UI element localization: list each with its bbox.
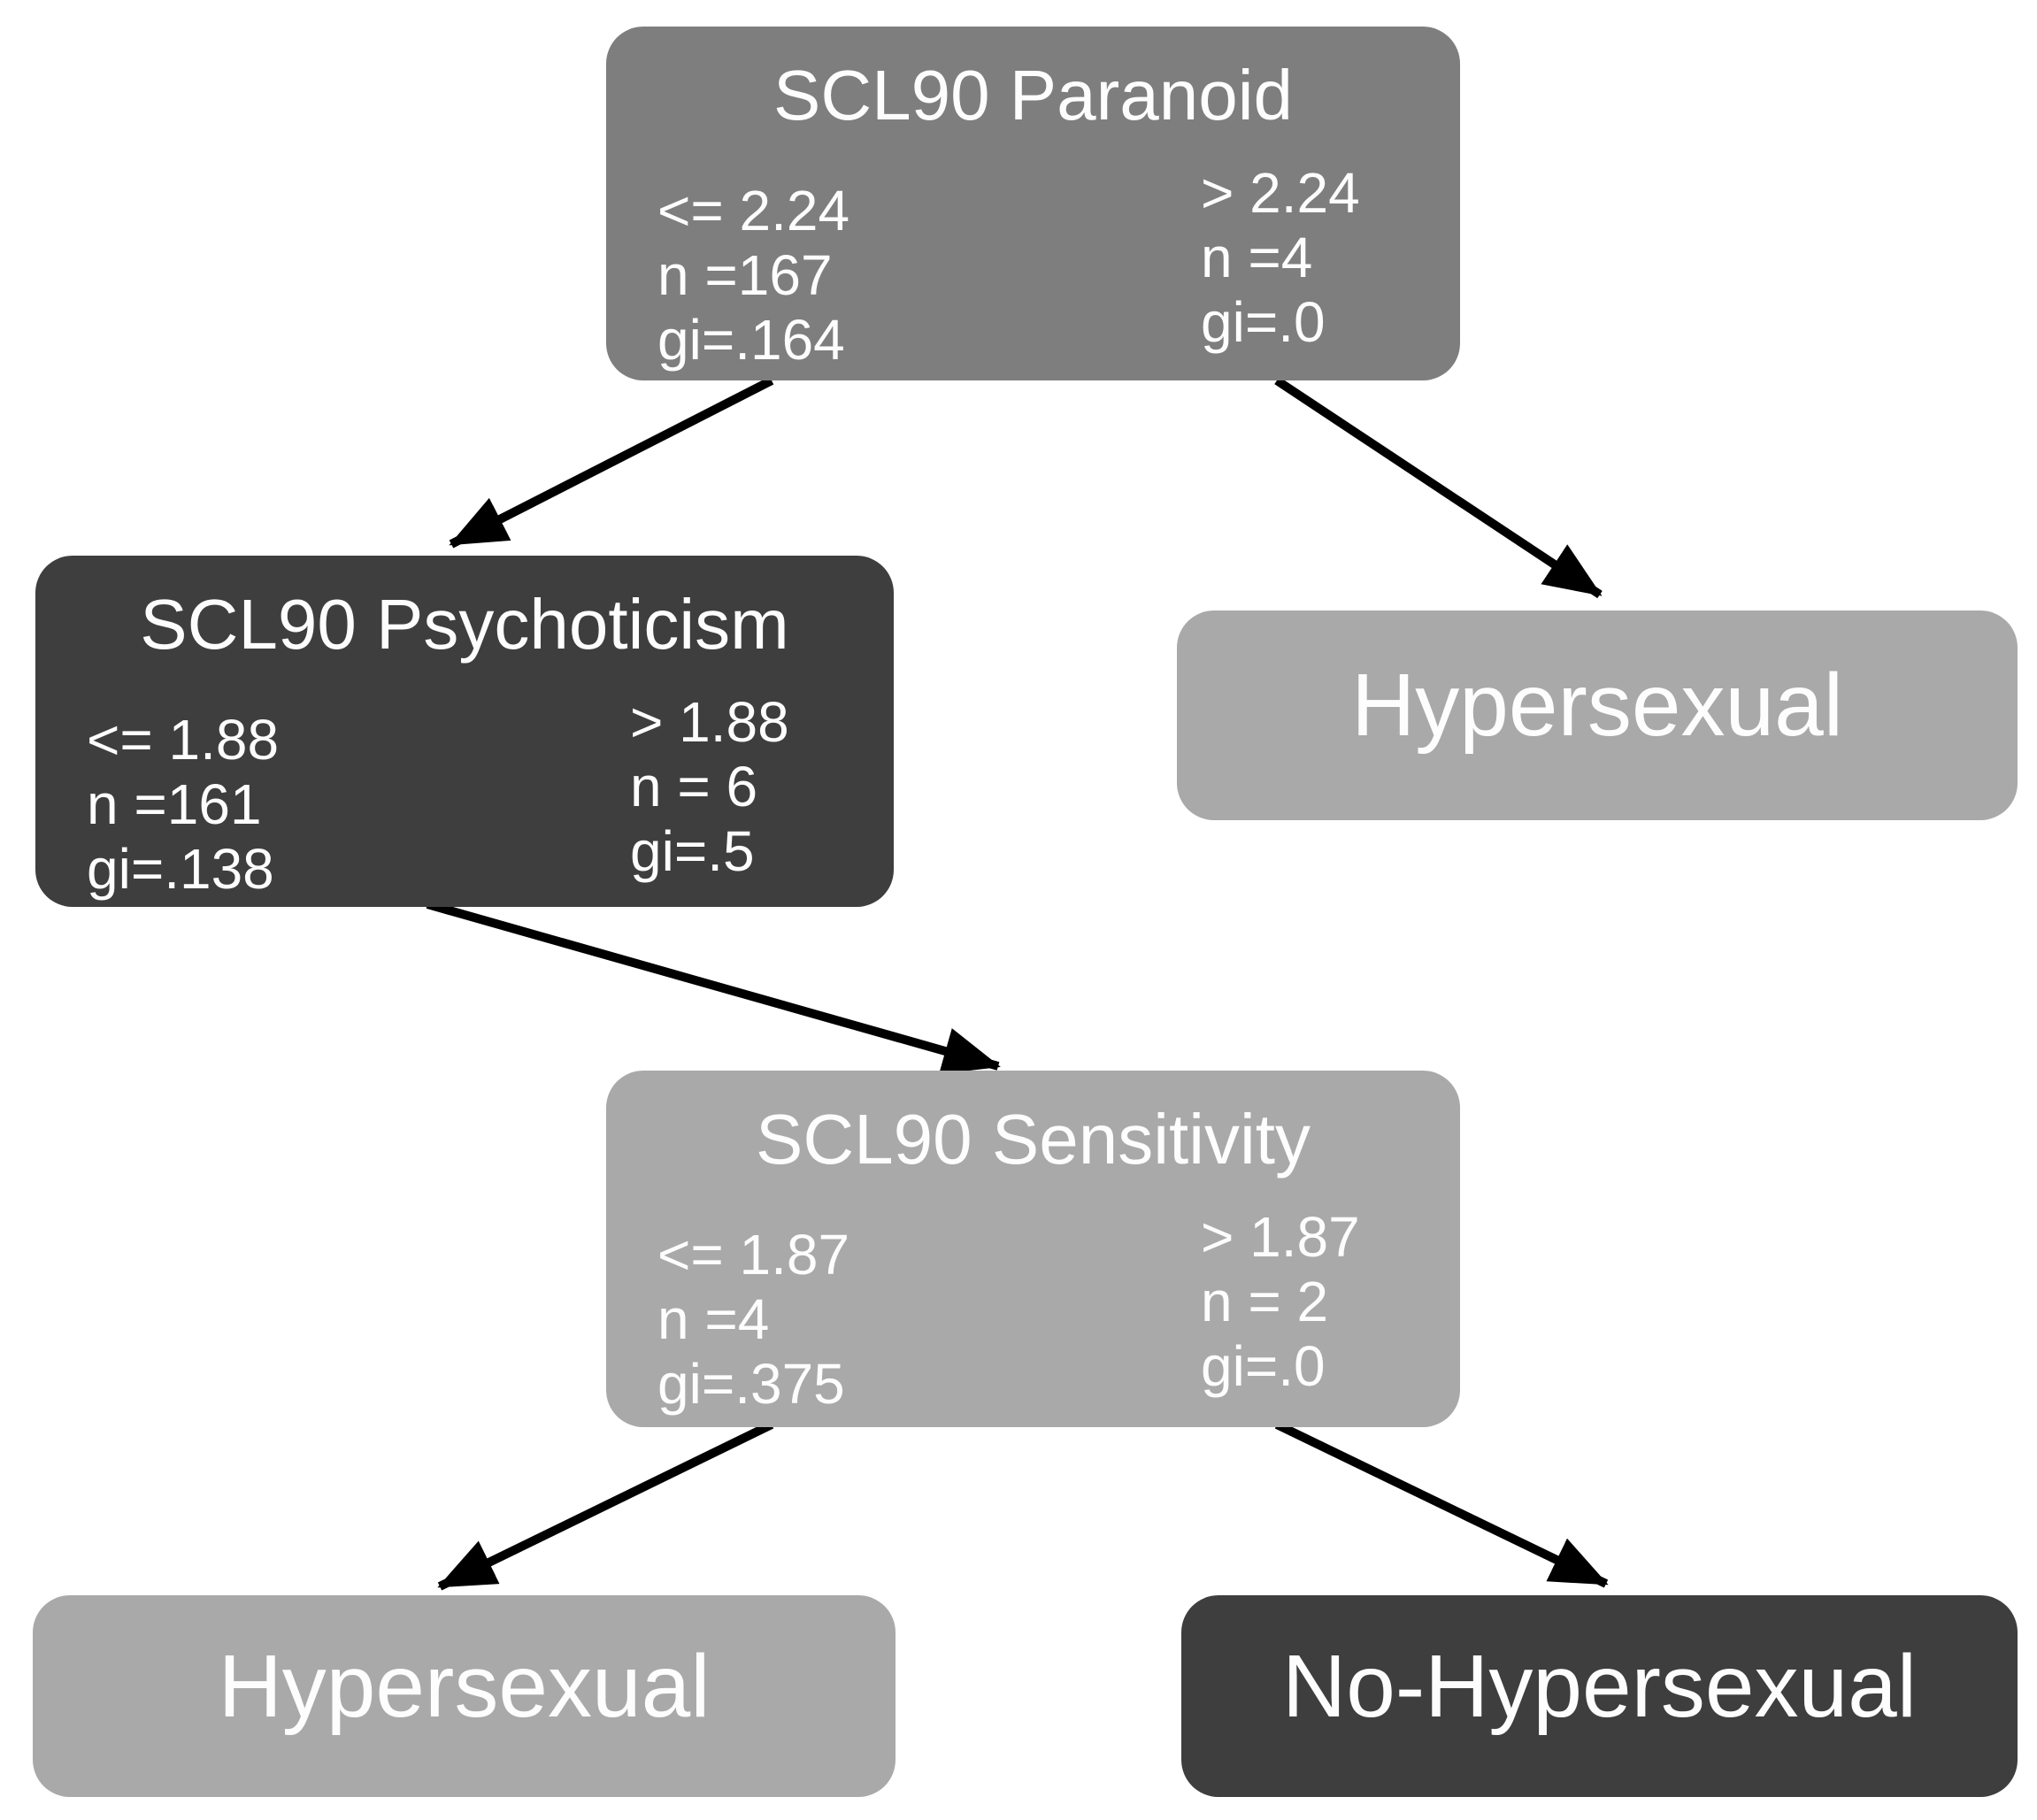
leaf-label: No-Hypersexual — [1282, 1636, 1917, 1736]
node-scl90-sensitivity: SCL90 Sensitivity <= 1.87 n =4 gi=.375 >… — [606, 1071, 1460, 1427]
psychoticism-left-branch-stats: <= 1.88 n =161 gi=.138 — [87, 708, 279, 902]
leaf-hypersexual-left: Hypersexual — [33, 1595, 896, 1797]
node-scl90-paranoid: SCL90 Paranoid <= 2.24 n =167 gi=.164 > … — [606, 27, 1460, 380]
psychoticism-right-branch-stats: > 1.88 n = 6 gi=.5 — [630, 690, 789, 884]
sample-count: n = 6 — [630, 754, 758, 818]
sample-count: n =4 — [1201, 225, 1313, 289]
sample-count: n =161 — [87, 772, 262, 836]
paranoid-left-branch-stats: <= 2.24 n =167 gi=.164 — [657, 179, 849, 372]
sensitivity-left-branch-stats: <= 1.87 n =4 gi=.375 — [657, 1223, 849, 1417]
sample-count: n =4 — [657, 1286, 770, 1351]
gini-value: gi=.0 — [1201, 1333, 1326, 1398]
leaf-hypersexual-right: Hypersexual — [1177, 611, 2018, 820]
gini-value: gi=.5 — [630, 818, 755, 883]
leaf-no-hypersexual: No-Hypersexual — [1181, 1595, 2018, 1797]
node-title-sensitivity: SCL90 Sensitivity — [756, 1100, 1311, 1179]
leaf-label: Hypersexual — [218, 1636, 711, 1736]
split-condition: <= 1.87 — [657, 1223, 850, 1286]
arrow-sensitivity-to-no-hypersexual — [1274, 1420, 1609, 1588]
node-scl90-psychoticism: SCL90 Psychoticism <= 1.88 n =161 gi=.13… — [35, 556, 894, 907]
node-title-psychoticism: SCL90 Psychoticism — [140, 585, 789, 664]
node-title-paranoid: SCL90 Paranoid — [773, 56, 1294, 134]
leaf-label: Hypersexual — [1351, 656, 1843, 755]
arrow-paranoid-to-psychoticism — [449, 376, 774, 549]
gini-value: gi=.138 — [87, 836, 274, 901]
arrow-paranoid-to-hypersexual — [1274, 376, 1603, 599]
split-condition: > 1.87 — [1201, 1205, 1360, 1269]
sample-count: n =167 — [657, 242, 833, 307]
split-condition: > 1.88 — [630, 690, 789, 754]
gini-value: gi=.0 — [1201, 289, 1326, 354]
split-condition: <= 2.24 — [657, 179, 850, 242]
arrow-sensitivity-to-hypersexual — [437, 1420, 774, 1591]
gini-value: gi=.375 — [657, 1351, 845, 1416]
paranoid-right-branch-stats: > 2.24 n =4 gi=.0 — [1201, 161, 1360, 355]
split-condition: <= 1.88 — [87, 708, 280, 772]
arrow-psychoticism-to-sensitivity — [426, 900, 1001, 1075]
gini-value: gi=.164 — [657, 307, 845, 372]
split-condition: > 2.24 — [1201, 161, 1360, 225]
sensitivity-right-branch-stats: > 1.87 n = 2 gi=.0 — [1201, 1205, 1360, 1399]
sample-count: n = 2 — [1201, 1269, 1329, 1333]
